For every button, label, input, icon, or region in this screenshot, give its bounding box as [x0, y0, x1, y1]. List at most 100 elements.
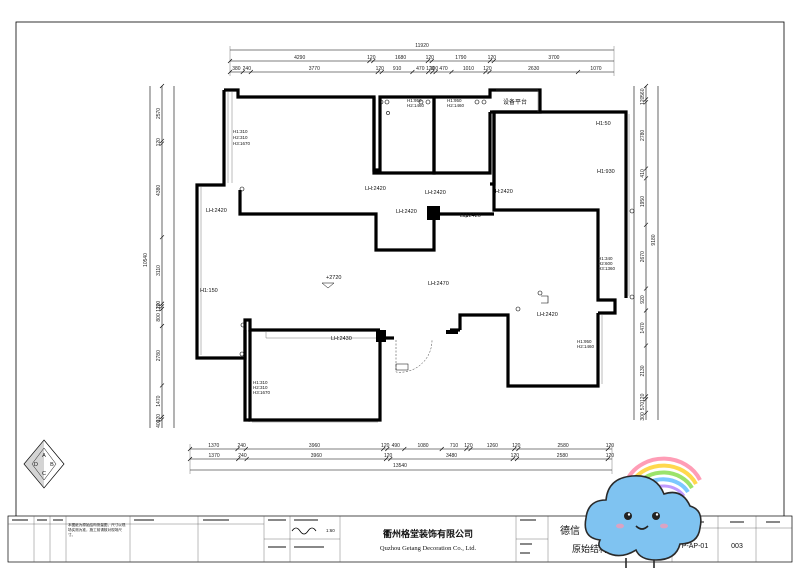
right_col-tick-6 — [643, 286, 649, 291]
left_col-label-7: 2780 — [156, 350, 162, 361]
top_row3-label-12: 1070 — [590, 66, 601, 72]
right_col-tick-8 — [643, 343, 649, 348]
bottom_row1-tick-10 — [516, 446, 521, 452]
bottom_row1-label-4: 490 — [392, 443, 401, 449]
top_row2-label-4: 1790 — [455, 55, 466, 61]
label-h-left: H1:150 — [200, 288, 218, 294]
left_col-label-1: 120 — [156, 138, 162, 147]
left_col-tick-4 — [159, 301, 165, 306]
label-lh-2: LH:2420 — [425, 190, 446, 196]
bottom_row2-tick-5 — [510, 456, 515, 462]
bottom_row1-tick-8 — [468, 446, 473, 452]
left_col-tick-0 — [159, 83, 165, 89]
right_col-label-4: 1950 — [640, 196, 646, 207]
left_col-label-6: 800 — [156, 313, 162, 322]
bottom_row2-label-0: 1370 — [209, 453, 220, 459]
dim-right-total: 9180 — [651, 234, 657, 245]
bottom_row1-label-3: 120 — [381, 443, 390, 449]
left_col-label-4: 120 — [156, 301, 162, 310]
company-name-cn: 衢州格堂装饰有限公司 — [383, 528, 473, 539]
bottom_row1-tick-6 — [439, 446, 444, 452]
left_col-label-9: 120 — [156, 414, 162, 423]
top_row2-label-5: 120 — [488, 55, 497, 61]
label-h-right2: H2:600 — [598, 261, 613, 266]
column-bottom-right — [446, 330, 458, 334]
label-h-bl2: H2:310 — [253, 385, 268, 390]
right_col-tick-1 — [643, 97, 649, 102]
bottom_row1-label-0: 1370 — [208, 443, 219, 449]
top_row3-tick-10 — [483, 69, 488, 75]
label-lh-9: LH:2420 — [537, 312, 558, 318]
right_col-label-9: 120 — [640, 393, 646, 402]
top_row3-label-2: 3770 — [309, 66, 320, 72]
door-step — [395, 363, 409, 371]
left_col-tick-1 — [159, 138, 165, 144]
right_col-tick-4 — [643, 176, 649, 181]
right_col-label-11: 300 — [640, 412, 646, 421]
top_row2-tick-2 — [371, 58, 376, 64]
bottom_row2-tick-1 — [236, 456, 241, 462]
right_col-tick-9 — [643, 394, 649, 399]
label-h-br2: H2:1460 — [577, 344, 595, 349]
signature-icon — [291, 527, 317, 535]
compass-letter-d: D — [34, 462, 38, 468]
bottom_row1-label-9: 120 — [512, 443, 521, 449]
top_row3-tick-7 — [430, 69, 435, 75]
dim-bottom-total: 13540 — [393, 463, 407, 469]
right_col-label-6: 920 — [640, 295, 646, 304]
bottom_row1-tick-5 — [402, 446, 407, 452]
right_col-tick-2 — [643, 100, 649, 105]
cloud-rainbow-mascot — [584, 456, 702, 568]
top_row2-label-3: 120 — [426, 55, 435, 61]
bottom_row2-tick-0 — [187, 456, 193, 462]
top_row3-label-5: 470 — [416, 66, 425, 72]
top_row2-label-1: 120 — [367, 55, 376, 61]
top_row3-label-11: 2630 — [528, 66, 539, 72]
right_col-label-1: 120 — [640, 96, 646, 105]
bottom_row1-label-6: 710 — [450, 443, 459, 449]
right_col-label-0: 560 — [640, 88, 646, 97]
bottom_row1-tick-4 — [385, 446, 390, 452]
right_col-tick-10 — [643, 397, 649, 402]
right_col-tick-11 — [643, 410, 649, 416]
compass-letter-c: C — [42, 471, 46, 477]
top_row2-label-6: 3700 — [548, 55, 559, 61]
bottom_row1-label-10: 2580 — [558, 443, 569, 449]
scale-text: 1:60 — [326, 528, 335, 533]
top_row3-label-9: 1010 — [463, 66, 474, 72]
bottom_row1-label-7: 120 — [464, 443, 473, 449]
drawing-title: 原始结构图 — [572, 543, 617, 554]
shaft-box — [541, 295, 549, 304]
top_row3-tick-6 — [426, 69, 431, 75]
top_row3-tick-9 — [449, 69, 454, 75]
bottom_row2-tick-3 — [383, 456, 389, 462]
label-h-br1: H1:950 — [577, 339, 592, 344]
left_col-tick-10 — [159, 417, 165, 422]
dim-left-total: 10540 — [143, 253, 149, 267]
bottom_row1-tick-3 — [380, 446, 386, 452]
label-h-d: H1:50 — [596, 121, 611, 127]
left_col-tick-5 — [159, 304, 165, 309]
top_row2-label-0: 4290 — [294, 55, 305, 61]
sheet-number: 003 — [731, 543, 743, 550]
level-marker — [321, 282, 335, 289]
bottom_row1-tick-9 — [512, 446, 517, 452]
label-lh-5: LH:2420 — [396, 209, 417, 215]
label-level: +2720 — [326, 275, 341, 281]
left_col-label-10: 400 — [156, 419, 162, 428]
bottom_row1-tick-11 — [605, 446, 611, 452]
bottom_row2-label-2: 3960 — [311, 453, 322, 459]
top_row3-label-8: 470 — [439, 66, 448, 72]
top_row3-tick-12 — [575, 69, 581, 75]
bottom_row1-label-8: 1260 — [487, 443, 498, 449]
top_row3-tick-11 — [487, 69, 492, 75]
room-annotations: 设备平台 H1:310 H2:310 H3:1670 H1:950 H2:146… — [200, 98, 616, 395]
left_col-label-5: 120 — [156, 303, 162, 312]
label-h-c2: H2:1460 — [447, 103, 465, 108]
compass-icon: A B C D — [23, 439, 65, 489]
drain-fixtures — [239, 99, 635, 357]
top_row3-tick-5 — [410, 69, 415, 75]
label-lh-3: LH:2420 — [492, 189, 513, 195]
